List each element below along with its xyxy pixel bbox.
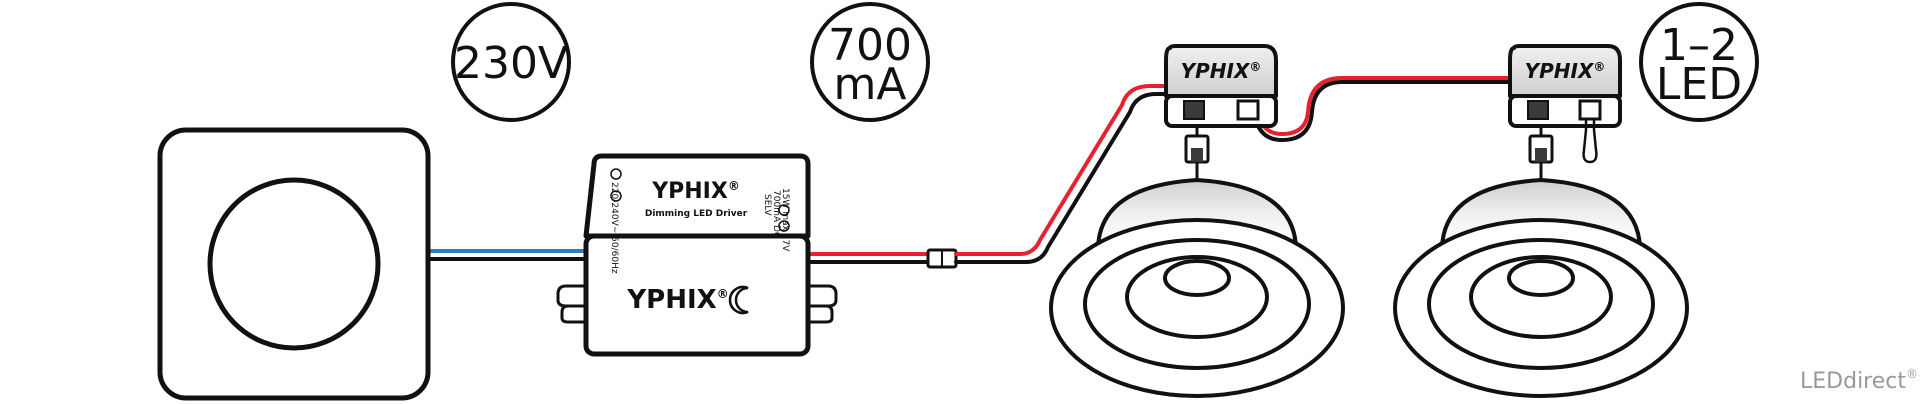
wire-between-connectors <box>1252 76 1514 143</box>
driver-terminal-marker <box>610 190 622 202</box>
current-value: 700 <box>828 20 912 71</box>
wire-mains <box>428 249 586 261</box>
led-count-badge: 1–2 LED <box>1639 2 1759 122</box>
driver-top-brand: YPHIX® <box>651 179 740 204</box>
connector-brand: YPHIX® <box>1181 59 1262 83</box>
voltage-label: 230V <box>454 38 568 89</box>
loop-cable-icon <box>1582 119 1598 164</box>
connector-box-icon: YPHIX® <box>1164 44 1278 182</box>
wire-to-first-connector <box>954 84 1168 264</box>
connector-box-icon: YPHIX® <box>1508 44 1622 182</box>
inline-connector <box>926 248 958 269</box>
recessed-downlight-icon <box>1393 177 1689 398</box>
driver-spec-power: 15W max 17V <box>780 188 790 252</box>
current-badge: 700 mA <box>810 2 930 122</box>
driver-terminal-marker <box>778 220 790 232</box>
driver-front-brand: YPHIX® <box>626 285 728 315</box>
driver-terminal-marker <box>778 204 790 216</box>
driver-spec-input: 220-240V~ 50/60Hz <box>609 182 619 274</box>
led-count-unit: LED <box>1656 59 1742 110</box>
driver-subtitle: Dimming LED Driver <box>645 209 748 219</box>
led-count-value: 1–2 <box>1660 20 1738 71</box>
driver-spec-output: 700mA DC <box>771 190 781 238</box>
driver-mount-clip-left <box>556 284 592 324</box>
driver-terminal-marker <box>610 168 622 180</box>
recessed-downlight-icon <box>1049 177 1345 398</box>
current-unit: mA <box>834 59 907 110</box>
driver-mount-clip-right <box>802 284 838 324</box>
moon-icon <box>728 285 749 315</box>
connector-brand: YPHIX® <box>1525 59 1606 83</box>
dimmer-switch-icon <box>157 127 431 401</box>
driver-spec-selv: SELV <box>762 194 772 216</box>
brand-credit: LEDdirect® <box>1800 367 1918 394</box>
voltage-badge: 230V <box>451 2 571 122</box>
wire-driver-output <box>808 252 932 264</box>
led-driver-icon: YPHIX® Dimming LED Driver 220-240V~ 50/6… <box>556 153 838 357</box>
